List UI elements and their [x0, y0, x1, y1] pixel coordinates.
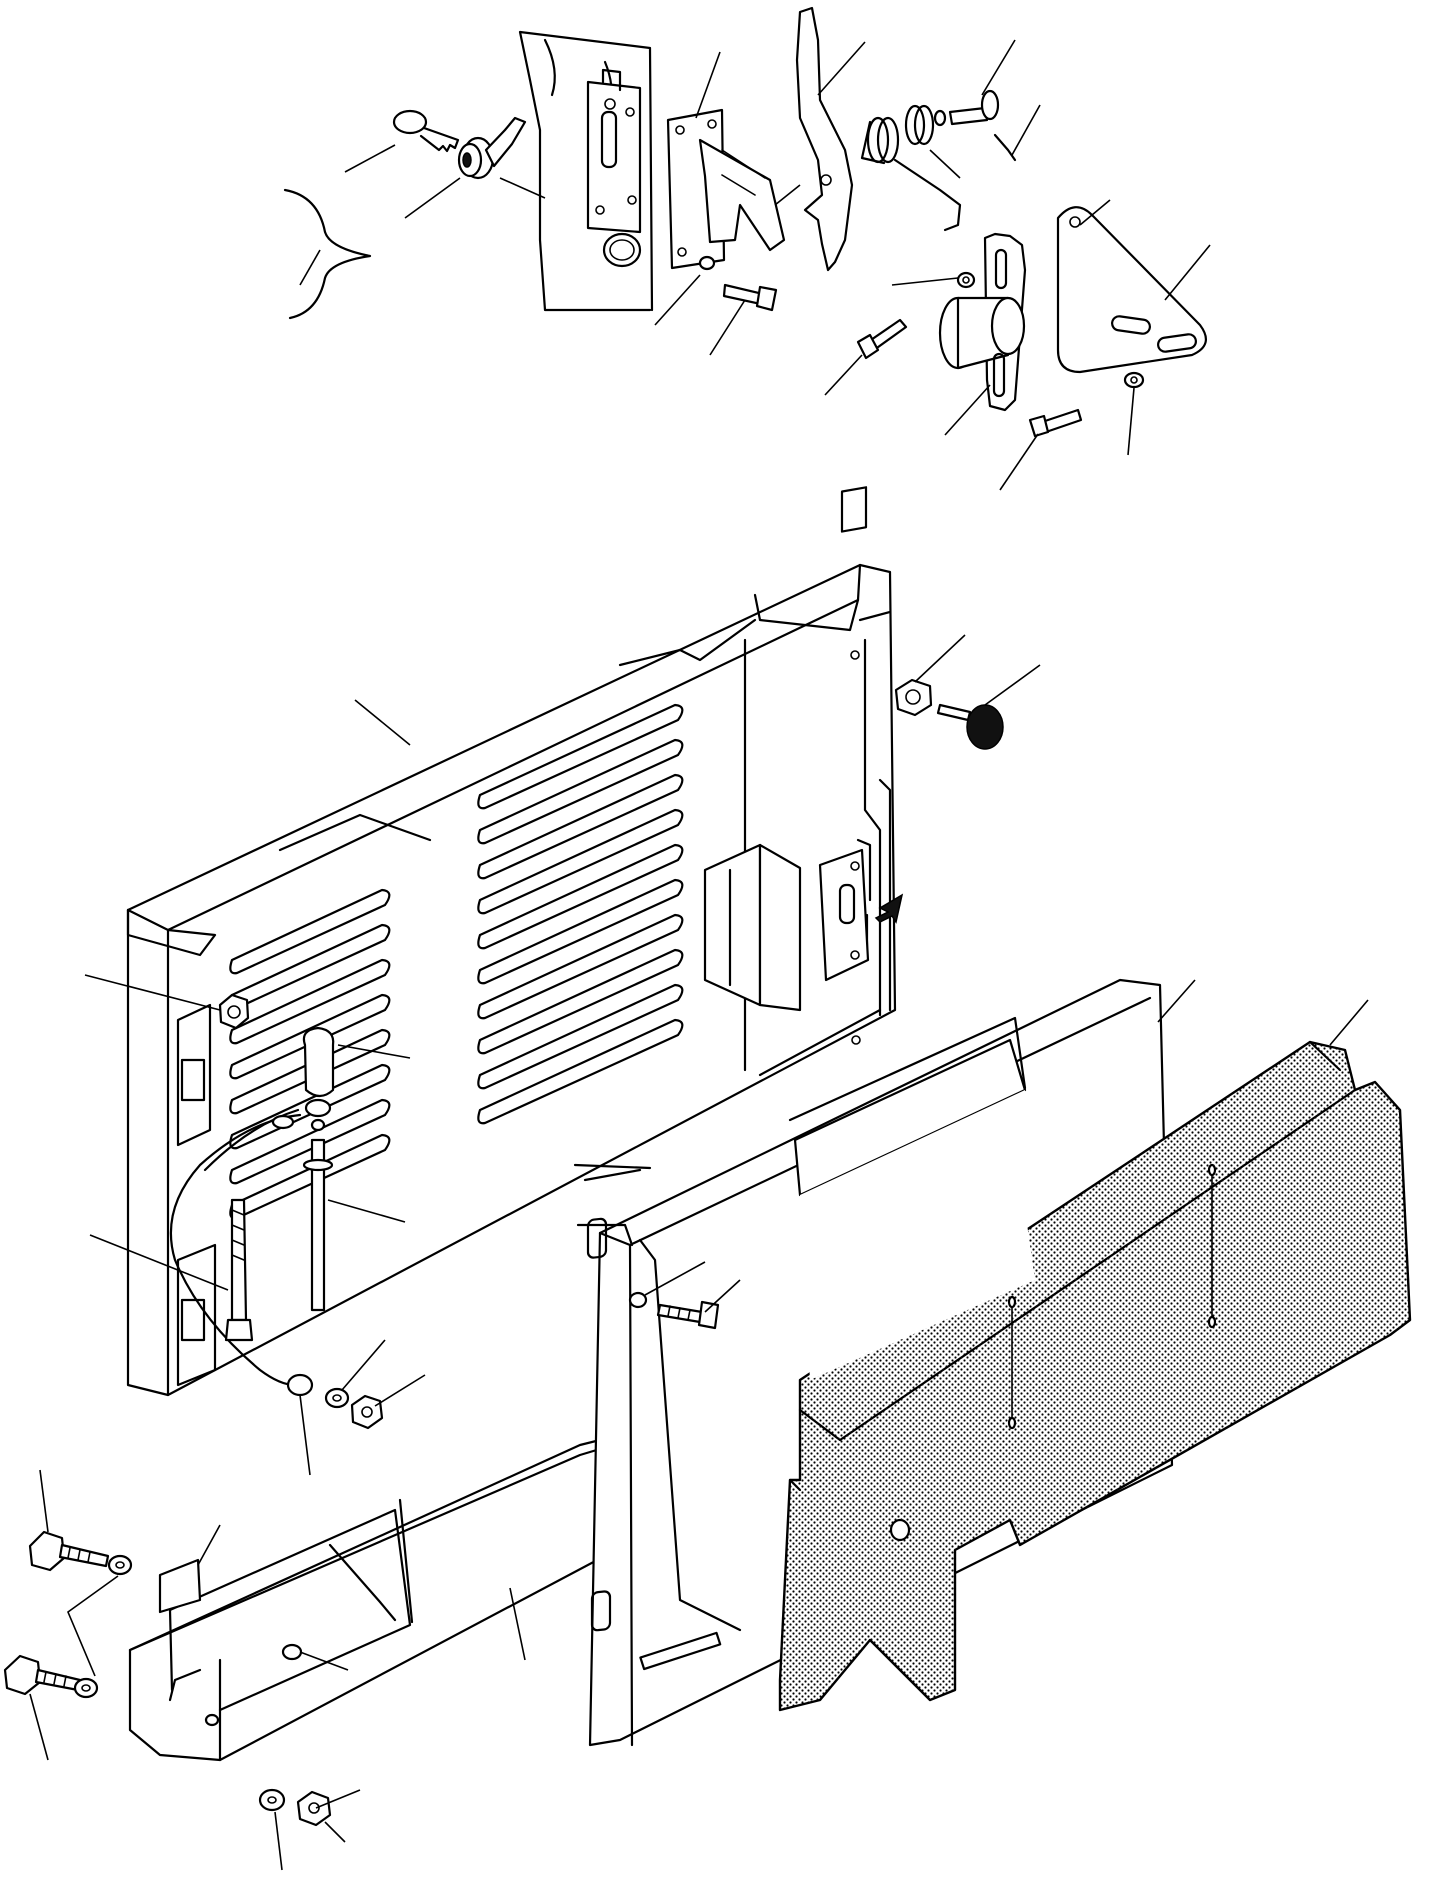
stay-rod-icon [302, 1138, 334, 1312]
latch-housing-icon [703, 838, 904, 1012]
nut-icon [894, 678, 933, 717]
torsion-spring-icon [860, 104, 962, 232]
nut-icon [296, 1790, 332, 1827]
washer-icon [324, 1387, 350, 1409]
bolt-icon [722, 283, 778, 312]
nut-icon [350, 1394, 384, 1430]
pin-icon [933, 89, 1000, 127]
gasket-strip-icon [158, 1558, 202, 1614]
lever-icon [795, 6, 854, 272]
washer-icon [73, 1677, 99, 1699]
nut-icon [218, 993, 250, 1030]
washer-icon [1123, 371, 1145, 389]
thumb-screw-icon [936, 703, 1004, 750]
panel-wall-section [518, 30, 654, 312]
cable-icon [169, 1113, 302, 1387]
clip-icon [840, 486, 868, 660]
washer-icon [628, 1291, 648, 1309]
lock-assembly [283, 6, 1211, 491]
lower-channel [128, 1428, 642, 1762]
washer-icon [956, 271, 976, 289]
group-brace [283, 188, 372, 320]
washer-icon [107, 1554, 133, 1576]
latch-plate-icon [666, 108, 786, 270]
bracket-plate-icon [1056, 206, 1208, 374]
door-assembly [3, 486, 1041, 1871]
insulation-pad [778, 1038, 1412, 1712]
vent-slots-right [477, 703, 684, 1125]
washer-icon [698, 255, 716, 271]
bolt-icon [856, 318, 908, 360]
cotter-pin-icon [993, 133, 1017, 162]
bolt-icon [224, 1198, 254, 1342]
bolt-icon [656, 1300, 720, 1330]
washer-icon [258, 1788, 286, 1812]
bolt-icon [28, 1530, 110, 1572]
stay-handle-icon [302, 1026, 335, 1132]
bolt-icon [1028, 408, 1083, 438]
lock-cylinder-icon [457, 116, 527, 180]
striker-bracket-icon [938, 232, 1027, 412]
bolt-icon [3, 1654, 82, 1696]
key-icon [392, 109, 460, 153]
